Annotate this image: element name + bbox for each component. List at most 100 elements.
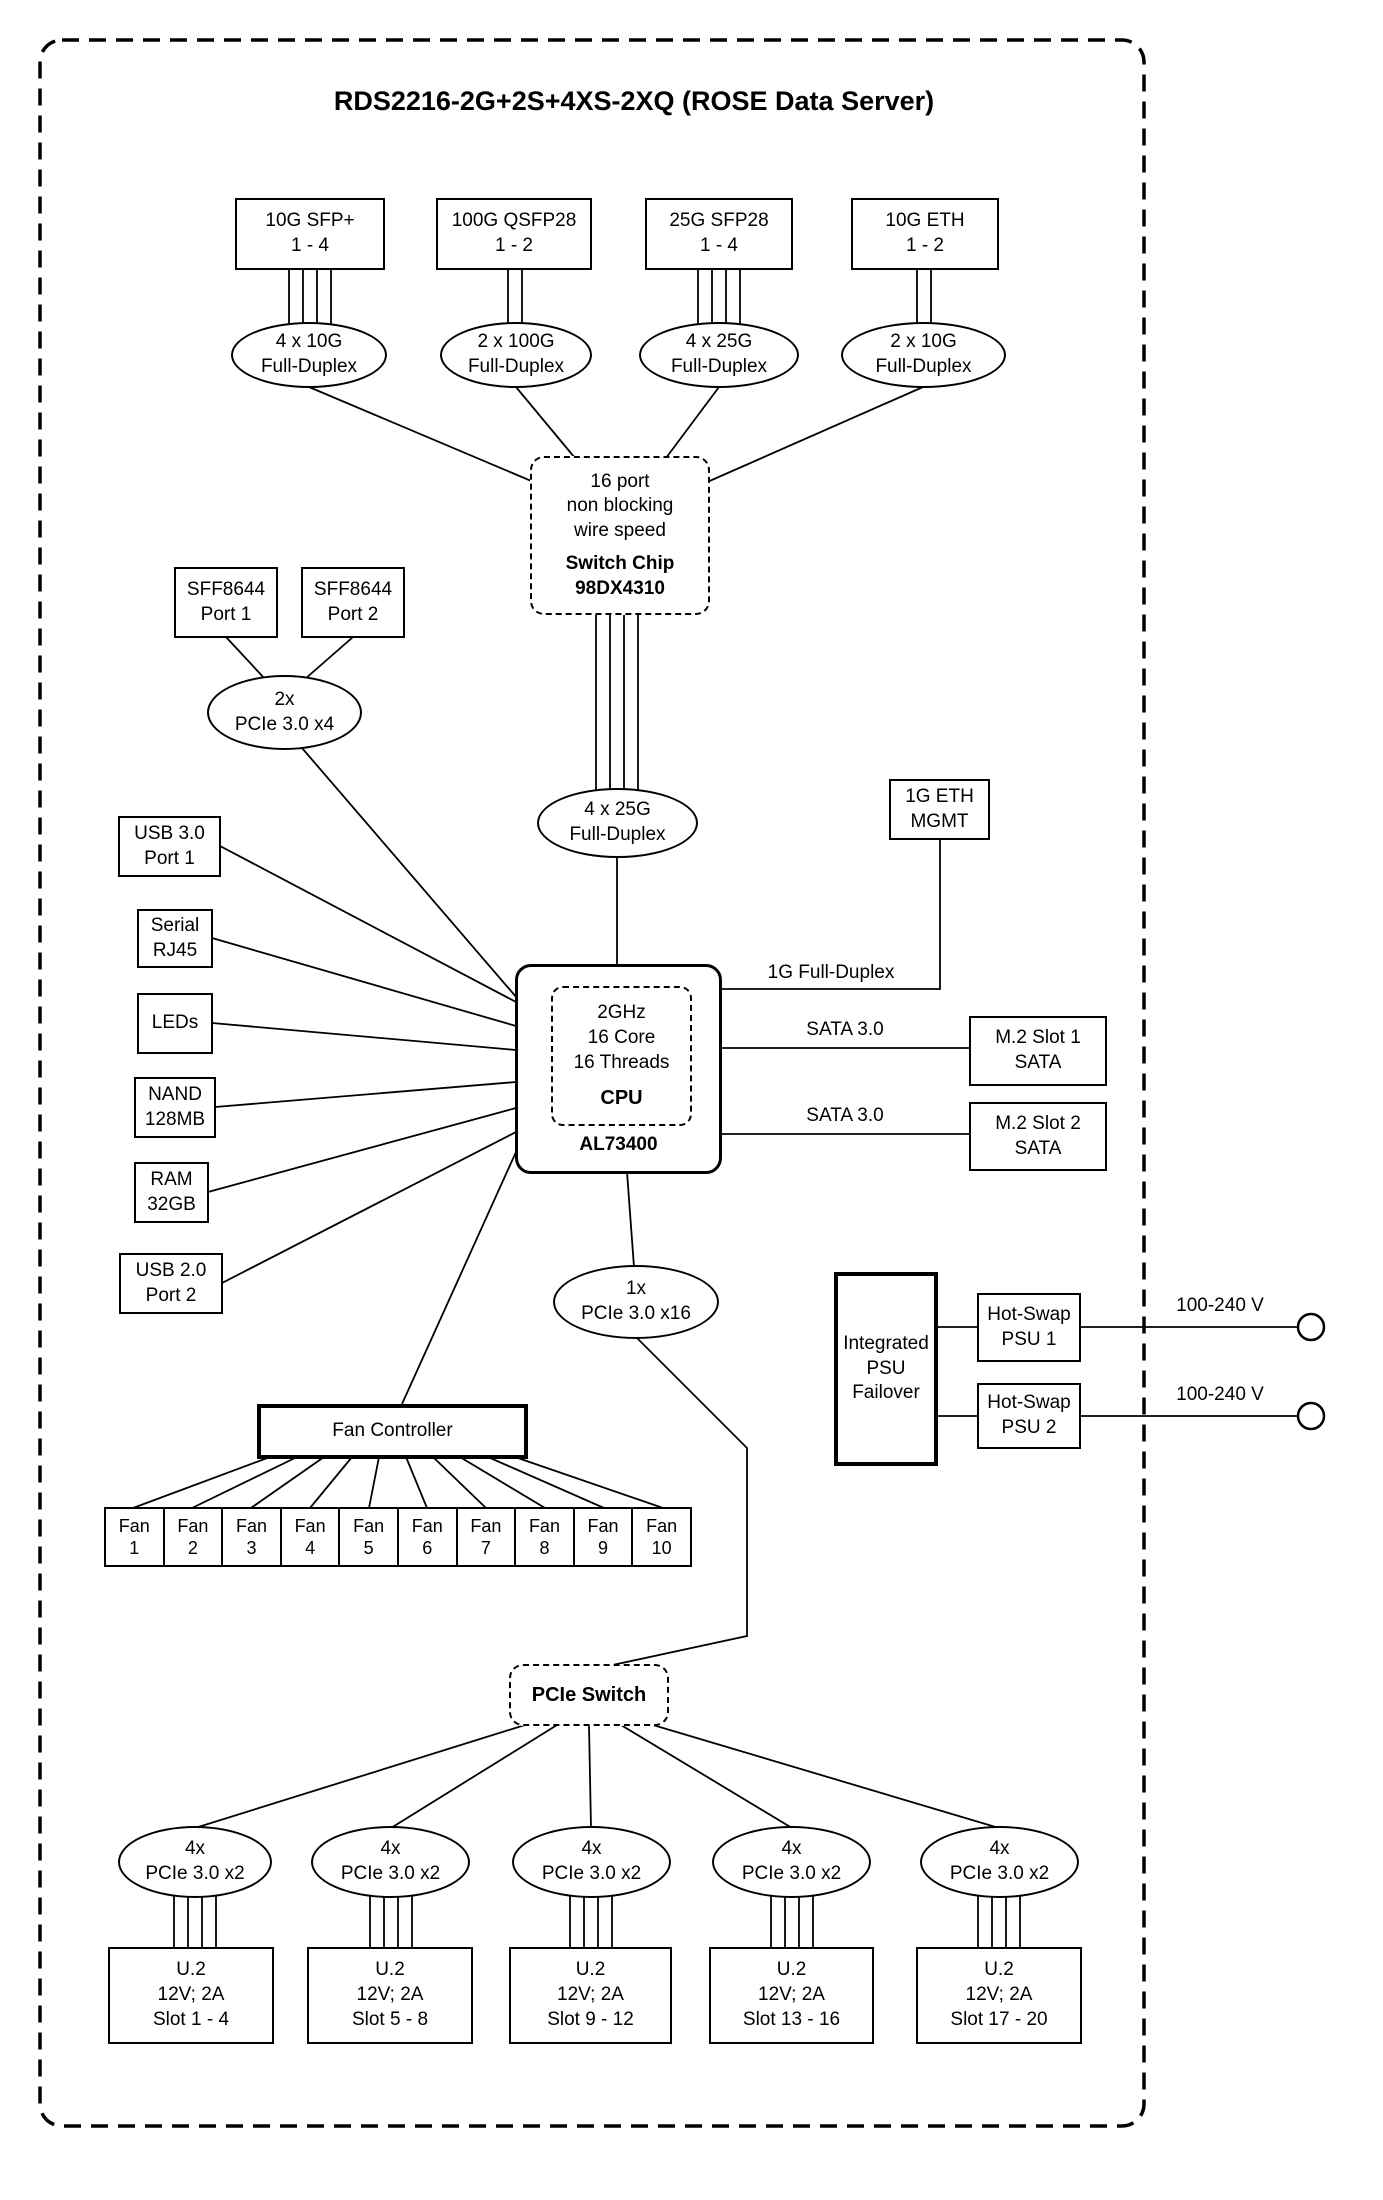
fan-number: 9	[598, 1538, 609, 1558]
fan-row: Fan 1 Fan 2 Fan 3 Fan 4 Fan 5 Fan 6 Fan …	[104, 1507, 692, 1567]
mgmt-sub: MGMT	[910, 810, 969, 832]
peripheral-sub: RJ45	[152, 939, 198, 961]
fan-number: 5	[363, 1538, 374, 1558]
port-label: 25G SFP28	[669, 210, 769, 232]
psu-1-box: Hot-Swap PSU 1	[977, 1293, 1081, 1362]
sff-port: Port 2	[327, 603, 379, 625]
link-type: PCIe 3.0 x4	[234, 713, 335, 735]
mgmt-port-box: 1G ETH MGMT	[889, 779, 990, 840]
usb2-port-box: USB 2.0 Port 2	[119, 1253, 223, 1314]
link-oval-4x25g: 4 x 25G Full-Duplex	[639, 322, 799, 388]
fan-cell-9: Fan 9	[572, 1507, 634, 1567]
fan-label: Fan	[353, 1515, 385, 1536]
peripheral-sub: 32GB	[147, 1193, 196, 1215]
peripheral-label: NAND	[148, 1083, 202, 1105]
switch-uplink-lanes	[595, 614, 639, 790]
fan-label: Fan	[294, 1515, 326, 1536]
psu-failover-box: Integrated PSU Failover	[834, 1272, 938, 1466]
power-inlet-2	[1296, 1401, 1326, 1431]
u2-label: U.2	[575, 1959, 606, 1981]
fan-label: Fan	[411, 1515, 443, 1536]
port-range: 1 - 4	[699, 235, 739, 256]
link-type: PCIe 3.0 x2	[949, 1863, 1050, 1884]
sff-port: Port 1	[200, 603, 252, 625]
ram-box: RAM 32GB	[134, 1162, 209, 1223]
m2-label: M.2 Slot 2	[995, 1112, 1081, 1134]
mgmt-link-label: 1G Full-Duplex	[767, 962, 895, 983]
link-mode: Full-Duplex	[670, 356, 768, 377]
fan-links	[132, 1456, 664, 1509]
u2-slots-5-8-box: U.2 12V; 2A Slot 5 - 8	[307, 1947, 473, 2044]
serial-port-box: Serial RJ45	[137, 909, 213, 968]
link-count: 2x	[274, 688, 295, 710]
fan-cell-4: Fan 4	[279, 1507, 341, 1567]
u2-label: U.2	[984, 1959, 1014, 1981]
power-links	[937, 1312, 1326, 1431]
cpu-core-box: 2GHz 16 Core 16 Threads CPU	[551, 986, 692, 1126]
fan-cell-7: Fan 7	[455, 1507, 517, 1567]
port-box-10g-eth: 10G ETH 1 - 2	[851, 198, 999, 270]
link-mode: Full-Duplex	[875, 356, 972, 377]
fan-number: 6	[422, 1538, 433, 1558]
u2-power: 12V; 2A	[758, 1984, 825, 2006]
u2-power: 12V; 2A	[557, 1984, 624, 2006]
port-box-10g-sfp: 10G SFP+ 1 - 4	[235, 198, 385, 270]
sata-bus-label-1: SATA 3.0	[806, 1019, 884, 1040]
u2-slots: Slot 9 - 12	[547, 2008, 634, 2030]
fan-number: 10	[651, 1538, 672, 1558]
psu-2-box: Hot-Swap PSU 2	[977, 1383, 1081, 1449]
chassis-border	[38, 38, 1146, 2128]
port-range: 1 - 2	[494, 235, 534, 256]
link-speed: 4 x 25G	[685, 331, 753, 353]
cpu-pcie-link	[626, 1171, 635, 1268]
mgmt-link	[722, 839, 941, 990]
pcie-switch-box: PCIe Switch	[509, 1664, 669, 1726]
link-count: 4x	[581, 1838, 602, 1860]
link-count: 4x	[989, 1838, 1010, 1860]
u2-slots-17-20-box: U.2 12V; 2A Slot 17 - 20	[916, 1947, 1082, 2044]
link-speed: 4 x 25G	[584, 799, 651, 821]
drive-link-oval-5: 4x PCIe 3.0 x2	[920, 1826, 1079, 1898]
fan-cell-5: Fan 5	[338, 1507, 399, 1567]
cpu-model: AL73400	[579, 1134, 658, 1155]
cpu-pcie-oval: 1x PCIe 3.0 x16	[553, 1265, 719, 1339]
fan-label: Fan	[528, 1515, 560, 1536]
link-count: 1x	[625, 1278, 647, 1300]
leds-box: LEDs	[137, 993, 213, 1054]
link-count: 4x	[380, 1838, 401, 1860]
m2-bus: SATA	[1014, 1052, 1062, 1073]
fan-label: Fan	[470, 1515, 502, 1536]
mgmt-label: 1G ETH	[905, 785, 974, 807]
peripheral-label: USB 3.0	[134, 822, 205, 844]
power-inlet-1	[1296, 1312, 1326, 1342]
fan-cell-10: Fan 10	[631, 1507, 692, 1567]
sff-links	[225, 636, 518, 999]
diagram-title: RDS2216-2G+2S+4XS-2XQ (ROSE Data Server)	[333, 86, 935, 116]
fan-number: 1	[129, 1538, 140, 1558]
u2-slots: Slot 1 - 4	[152, 2008, 230, 2030]
cpu-spec: 2GHz	[597, 1002, 646, 1024]
cpu-spec: 16 Threads	[573, 1051, 670, 1073]
fan-controller-box: Fan Controller	[257, 1404, 528, 1459]
fan-number: 4	[305, 1538, 316, 1558]
link-mode: Full-Duplex	[467, 356, 565, 377]
nand-box: NAND 128MB	[134, 1077, 216, 1138]
fan-number: 2	[187, 1538, 198, 1558]
port-label: 100G QSFP28	[451, 210, 577, 232]
fan-label: Fan	[235, 1515, 267, 1536]
peripheral-sub: Port 1	[144, 847, 195, 869]
fan-number: 3	[246, 1538, 257, 1558]
sff-label: SFF8644	[186, 578, 266, 600]
switch-to-drive-links	[194, 1724, 1000, 1829]
usb3-port-box: USB 3.0 Port 1	[118, 816, 221, 877]
link-speed: 2 x 10G	[890, 331, 957, 353]
link-mode: Full-Duplex	[260, 356, 358, 377]
peripheral-label: Serial	[150, 914, 200, 936]
link-type: PCIe 3.0 x2	[145, 1863, 245, 1884]
link-type: PCIe 3.0 x16	[581, 1303, 691, 1324]
u2-slots: Slot 13 - 16	[742, 2008, 841, 2030]
link-oval-4x10g: 4 x 10G Full-Duplex	[231, 322, 387, 388]
fan-cell-8: Fan 8	[514, 1507, 575, 1567]
u2-power: 12V; 2A	[356, 1984, 424, 2006]
